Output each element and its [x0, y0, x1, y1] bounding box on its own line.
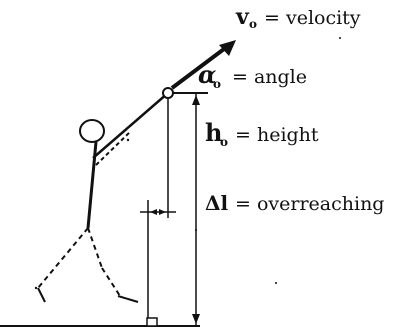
angle-symbol: α	[198, 60, 216, 89]
height-subscript: o	[220, 135, 228, 149]
stick-figure	[37, 92, 169, 303]
velocity-symbol: v	[235, 4, 250, 30]
label-angle: α o = angle	[198, 60, 307, 91]
velocity-text: = velocity	[264, 7, 361, 29]
overreach-arrow-left	[150, 209, 157, 215]
angle-subscript: o	[213, 77, 221, 91]
figure-other-arm	[95, 131, 131, 166]
figure-shin-front	[101, 267, 121, 297]
figure-leg-back	[37, 227, 89, 289]
figure-foot-back	[37, 287, 46, 303]
figure-foot-front	[117, 295, 139, 303]
label-overreaching: Δl = overreaching	[205, 191, 384, 215]
foot-marker	[146, 317, 158, 327]
angle-text: = angle	[232, 66, 307, 88]
label-height: h o = height	[205, 118, 319, 149]
figure-head	[79, 119, 105, 143]
height-symbol: h	[205, 118, 222, 147]
overreaching-text: = overreaching	[235, 193, 384, 215]
scan-specks	[34, 37, 341, 290]
figure-leg-front	[87, 227, 103, 269]
figure-throwing-arm	[92, 92, 169, 159]
velocity-vector	[170, 44, 230, 90]
velocity-arrowhead	[219, 40, 236, 56]
velocity-subscript: o	[249, 17, 257, 31]
height-arrow-top	[192, 95, 200, 105]
overreach-arrow-right	[159, 209, 166, 215]
release-point	[162, 87, 174, 99]
label-velocity: v o = velocity	[235, 4, 361, 31]
height-arrow-bottom	[192, 314, 200, 324]
height-text: = height	[235, 124, 319, 146]
overreaching-symbol: Δl	[205, 191, 229, 215]
